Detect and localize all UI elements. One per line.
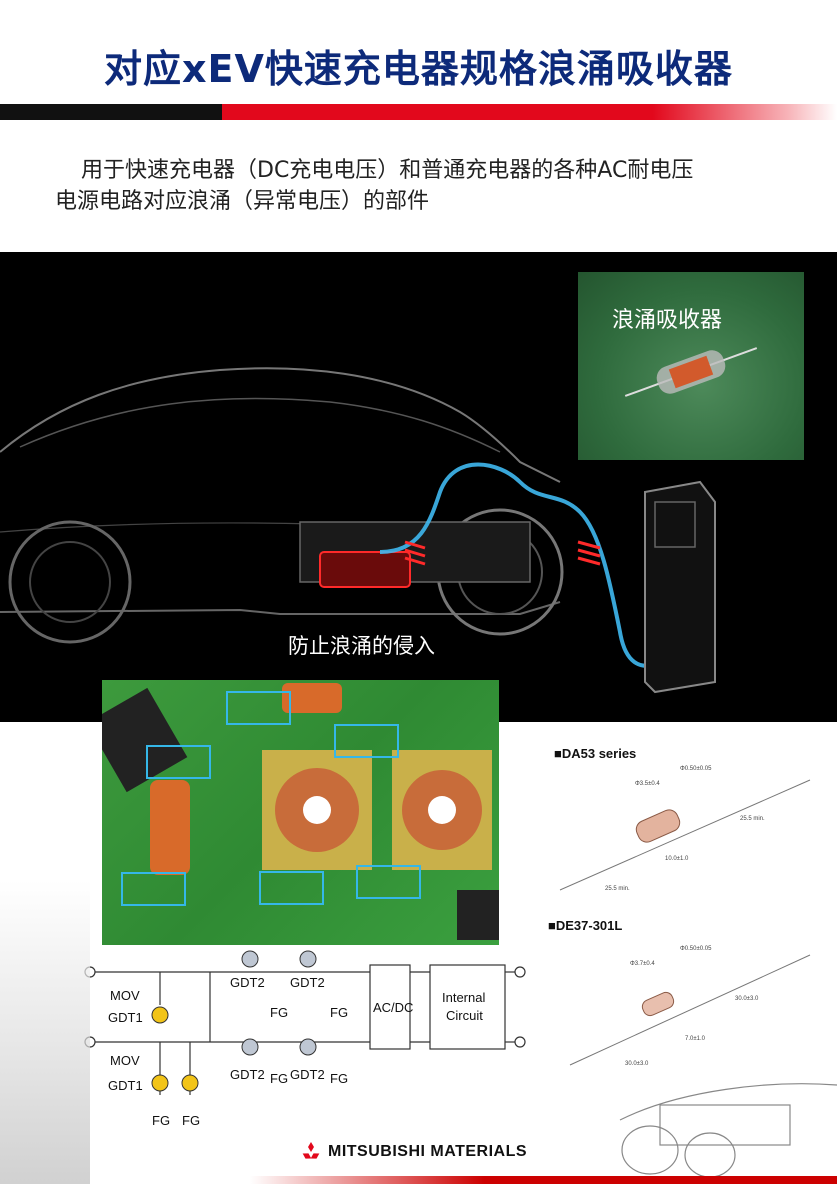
intro-line-2: 电源电路对应浪涌（异常电压）的部件 — [55, 189, 430, 214]
label-gdt2-a: GDT2 — [230, 975, 265, 990]
de37-dim-1: Φ3.7±0.4 — [630, 961, 655, 967]
pcb-photo — [102, 680, 499, 945]
da53-title: ■DA53 series — [554, 746, 637, 761]
label-mov-1: MOV — [110, 988, 140, 1003]
company-logo: MITSUBISHI MATERIALS — [300, 1140, 527, 1164]
label-fg-4: FG — [330, 1005, 348, 1020]
decorative-fade — [0, 880, 90, 1184]
label-gdt2-b: GDT2 — [290, 975, 325, 990]
header-bar-black — [0, 104, 222, 120]
de37-dim-4: 7.0±1.0 — [685, 1036, 706, 1042]
label-gdt1-a: GDT1 — [108, 1010, 143, 1025]
header-bar-red — [222, 104, 837, 120]
label-fg-6: FG — [330, 1071, 348, 1086]
intro-line-1: 用于快速充电器（DC充电电压）和普通充电器的各种AC耐电压 — [81, 158, 694, 183]
da53-dim-1: Φ3.5±0.4 — [635, 781, 660, 787]
label-gdt1-b: GDT1 — [108, 1078, 143, 1093]
intro-text: 用于快速充电器（DC充电电压）和普通充电器的各种AC耐电压 电源电路对应浪涌（异… — [55, 155, 795, 217]
label-fg-1: FG — [152, 1113, 170, 1128]
footer-line — [250, 1176, 837, 1184]
logo-text: MITSUBISHI MATERIALS — [328, 1143, 528, 1160]
de37-dim-5: 30.0±3.0 — [625, 1061, 649, 1067]
circuit-diagram: MOV GDT1 MOV GDT1 FG FG GDT2 GDT2 GDT2 G… — [84, 950, 526, 1128]
label-acdc: AC/DC — [373, 1000, 413, 1015]
da53-dim-2: Φ0.50±0.05 — [680, 766, 712, 772]
hero-caption: 防止浪涌的侵入 — [288, 634, 435, 658]
da53-dim-3: 25.5 min. — [740, 816, 765, 822]
three-diamonds-icon — [302, 1142, 320, 1159]
da53-dim-4: 10.0±1.0 — [665, 856, 689, 862]
de37-dim-3: 30.0±3.0 — [735, 996, 759, 1002]
de37-title: ■DE37-301L — [548, 918, 623, 933]
label-gdt2-d: GDT2 — [290, 1067, 325, 1082]
label-fg-3: FG — [270, 1005, 288, 1020]
surge-absorber-photo — [578, 272, 804, 460]
car-charging-graphic — [0, 367, 716, 694]
label-gdt2-c: GDT2 — [230, 1067, 265, 1082]
spec-drawings: ■DA53 series ■DE37-301L Φ3.5±0.4 Φ0.50±0… — [540, 740, 837, 1184]
label-internal: Internal — [442, 990, 485, 1005]
da53-dim-5: 25.5 min. — [605, 886, 630, 892]
inset-label: 浪涌吸收器 — [612, 308, 723, 333]
label-fg-2: FG — [182, 1113, 200, 1128]
de37-dim-2: Φ0.50±0.05 — [680, 946, 712, 952]
label-circuit: Circuit — [446, 1008, 483, 1023]
label-fg-5: FG — [270, 1071, 288, 1086]
label-mov-2: MOV — [110, 1053, 140, 1068]
page-title: 对应xEV快速充电器规格浪涌吸收器 — [104, 47, 733, 91]
